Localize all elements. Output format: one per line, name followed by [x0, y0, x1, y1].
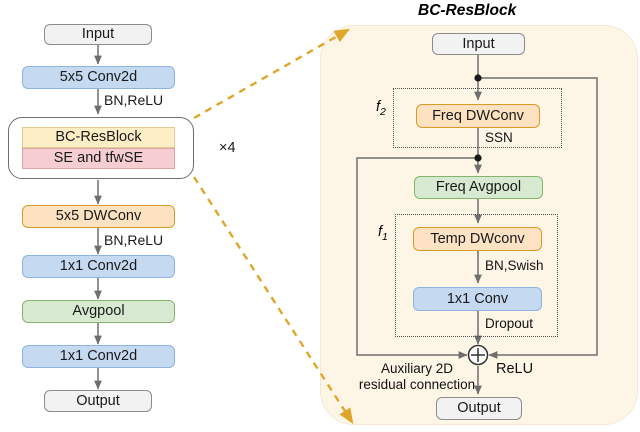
- node-conv1x1-a[interactable]: 1x1 Conv2d: [22, 255, 175, 278]
- repeat-count-label: ×4: [219, 140, 236, 156]
- node-freq-avgpool[interactable]: Freq Avgpool: [414, 176, 543, 199]
- node-temp-dwconv[interactable]: Temp DWconv: [413, 227, 542, 251]
- edge-label-bnswish: BN,Swish: [485, 258, 544, 273]
- group-f2: [393, 88, 562, 148]
- node-se-tfwse[interactable]: SE and tfwSE: [22, 148, 175, 169]
- node-conv5x5[interactable]: 5x5 Conv2d: [22, 66, 175, 89]
- edge-label-bnrelu-1: BN,ReLU: [104, 92, 164, 108]
- auxiliary-residual-annotation: Auxiliary 2D residual connection: [352, 361, 482, 392]
- edge-label-dropout: Dropout: [485, 316, 534, 331]
- auxiliary-line-2: residual connection: [358, 376, 476, 392]
- edge-label-ssn: SSN: [485, 130, 513, 145]
- node-input[interactable]: Input: [44, 24, 152, 45]
- node-panel-output[interactable]: Output: [436, 397, 522, 420]
- panel-title: BC-ResBlock: [418, 2, 517, 19]
- node-freq-dwconv[interactable]: Freq DWConv: [416, 104, 540, 128]
- node-dwconv5x5[interactable]: 5x5 DWConv: [22, 205, 175, 228]
- node-output[interactable]: Output: [44, 390, 152, 412]
- group-f1: [395, 214, 558, 337]
- auxiliary-line-1: Auxiliary 2D: [380, 361, 454, 376]
- node-bc-resblock[interactable]: BC-ResBlock: [22, 127, 175, 148]
- node-avgpool[interactable]: Avgpool: [22, 300, 175, 323]
- edge-label-bnrelu-2: BN,ReLU: [104, 232, 164, 248]
- group-label-f2: f2: [376, 99, 386, 118]
- edge-label-relu: ReLU: [496, 361, 534, 377]
- group-label-f1: f1: [378, 224, 388, 243]
- node-conv1x1-b[interactable]: 1x1 Conv2d: [22, 345, 175, 368]
- node-conv1x1-panel[interactable]: 1x1 Conv: [413, 287, 542, 311]
- node-panel-input[interactable]: Input: [432, 33, 525, 55]
